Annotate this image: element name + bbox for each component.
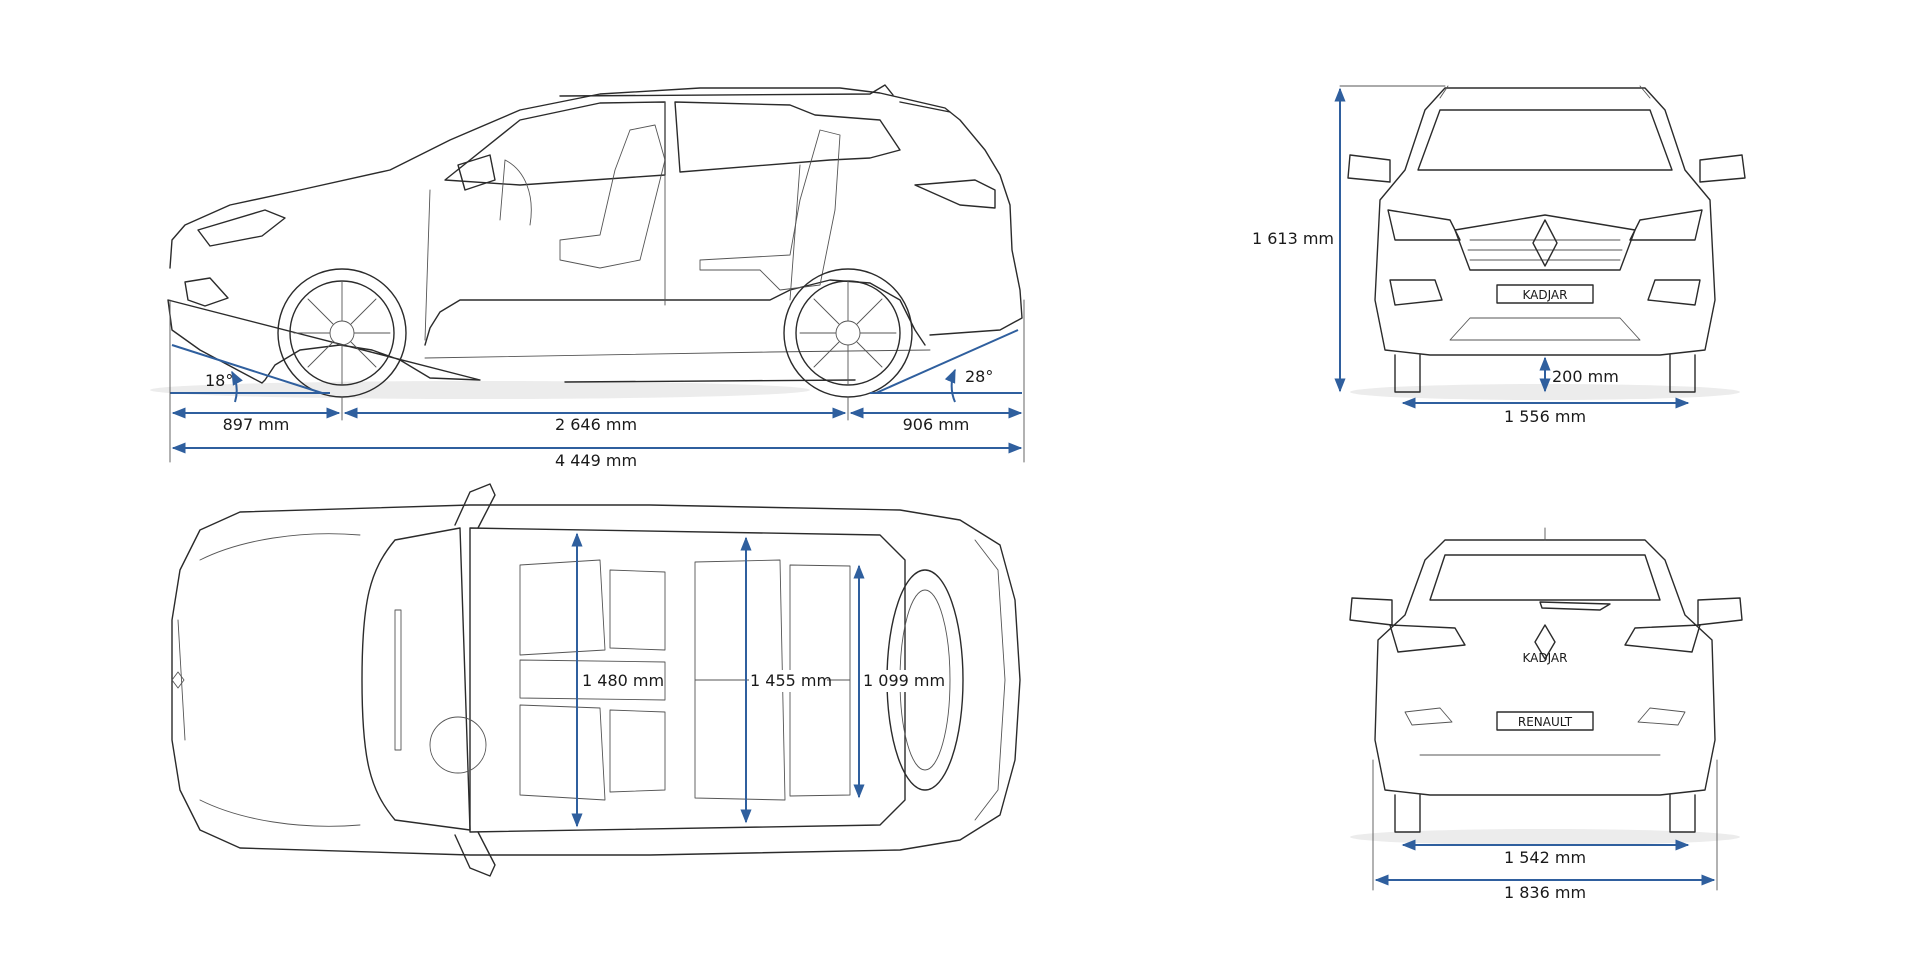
top-console bbox=[519, 659, 666, 701]
side-roof-rail bbox=[559, 84, 951, 113]
side-front-wheel bbox=[277, 268, 407, 398]
side-headlight bbox=[197, 209, 286, 247]
front-right-headlight bbox=[1629, 209, 1703, 241]
side-ground-shadow bbox=[150, 381, 810, 399]
front-left-mirror bbox=[1347, 154, 1391, 183]
height-label: 1 613 mm bbox=[1252, 229, 1334, 248]
rear-right-taillight bbox=[1624, 624, 1701, 653]
top-roof bbox=[469, 527, 906, 833]
side-window-front bbox=[444, 101, 666, 186]
boot-width-label-bg bbox=[862, 670, 942, 692]
side-mirror bbox=[457, 154, 496, 191]
front-logo bbox=[1532, 219, 1558, 267]
rear-plate bbox=[1496, 711, 1594, 731]
overall-length-label: 4 449 mm bbox=[555, 451, 637, 470]
top-windshield-vent bbox=[394, 609, 402, 751]
rear-body-outline bbox=[1374, 539, 1716, 796]
departure-angle-arc bbox=[944, 368, 956, 403]
approach-angle-line bbox=[171, 344, 323, 394]
side-taillight bbox=[914, 179, 996, 209]
wheelbase-label: 2 646 mm bbox=[555, 415, 637, 434]
rear-window bbox=[1429, 554, 1661, 601]
rear-overhang-label: 906 mm bbox=[903, 415, 970, 434]
approach-angle-arc bbox=[231, 370, 243, 403]
front-elbow-label-bg bbox=[580, 670, 660, 692]
rear-view: KADJAR RENAULT 1 542 mm 1 836 mm bbox=[1349, 527, 1743, 902]
side-sill-lower bbox=[424, 349, 931, 359]
rear-logo bbox=[1534, 624, 1556, 660]
side-steering-wheel bbox=[499, 159, 532, 226]
rear-wheels bbox=[1394, 794, 1696, 833]
top-hood-lines bbox=[177, 533, 361, 827]
rear-elbow-width-label: 1 455 mm bbox=[750, 671, 832, 690]
side-seat-front bbox=[559, 124, 666, 269]
front-left-headlight bbox=[1387, 209, 1461, 241]
rear-wiper bbox=[1539, 601, 1611, 611]
rear-width-ext bbox=[1372, 759, 1718, 891]
rear-right-mirror bbox=[1697, 597, 1743, 626]
top-right-mirror bbox=[454, 831, 496, 877]
overall-width-label: 1 836 mm bbox=[1504, 883, 1586, 902]
top-view: 1 480 mm 1 455 mm 1 099 mm bbox=[171, 483, 1021, 877]
rear-left-taillight bbox=[1389, 624, 1466, 653]
top-seat-front-right bbox=[519, 704, 666, 801]
front-overhang-label: 897 mm bbox=[223, 415, 290, 434]
front-wheels bbox=[1394, 354, 1696, 393]
front-windshield bbox=[1417, 109, 1673, 171]
side-door-line bbox=[424, 101, 801, 341]
front-plate-text: KADJAR bbox=[1523, 288, 1568, 302]
approach-angle-label: 18° bbox=[205, 371, 233, 390]
rear-badge-text: KADJAR bbox=[1523, 651, 1568, 665]
rear-bumper-lights bbox=[1404, 707, 1686, 756]
front-right-foglight bbox=[1647, 279, 1701, 306]
front-lower-intake bbox=[1449, 317, 1641, 341]
side-extension-lines bbox=[169, 299, 1025, 463]
departure-angle-label: 28° bbox=[965, 367, 993, 386]
front-grille bbox=[1454, 214, 1636, 271]
side-rear-wheel bbox=[783, 268, 913, 398]
rear-elbow-label-bg bbox=[749, 670, 827, 692]
side-sill bbox=[424, 279, 926, 346]
top-front-logo bbox=[171, 671, 185, 689]
boot-width-label: 1 099 mm bbox=[863, 671, 945, 690]
top-left-mirror bbox=[454, 483, 496, 529]
top-steering-wheel bbox=[429, 716, 487, 774]
front-plate bbox=[1496, 284, 1594, 304]
departure-angle-line bbox=[875, 329, 1019, 394]
side-window-rear bbox=[674, 101, 901, 173]
front-left-foglight bbox=[1389, 279, 1443, 306]
front-view: KADJAR 1 613 mm 200 mm 1 556 mm bbox=[1252, 85, 1746, 426]
rear-plate-text: RENAULT bbox=[1518, 715, 1573, 729]
side-view: 18° 28° 897 mm 2 646 mm 906 mm 4 449 mm bbox=[150, 84, 1025, 470]
rear-left-mirror bbox=[1349, 597, 1393, 626]
ground-clearance-label: 200 mm bbox=[1552, 367, 1619, 386]
front-right-mirror bbox=[1699, 154, 1746, 183]
rear-track-label: 1 542 mm bbox=[1504, 848, 1586, 867]
front-grille-slats bbox=[1467, 239, 1623, 261]
top-windshield bbox=[361, 527, 471, 831]
top-tailgate bbox=[974, 539, 1006, 821]
side-foglight bbox=[184, 277, 229, 307]
side-seat-rear bbox=[699, 129, 841, 291]
front-body-outline bbox=[1374, 87, 1716, 356]
front-roof-rails bbox=[1439, 85, 1651, 99]
top-seat-front-left bbox=[519, 559, 666, 656]
front-elbow-width-label: 1 480 mm bbox=[582, 671, 664, 690]
front-track-label: 1 556 mm bbox=[1504, 407, 1586, 426]
